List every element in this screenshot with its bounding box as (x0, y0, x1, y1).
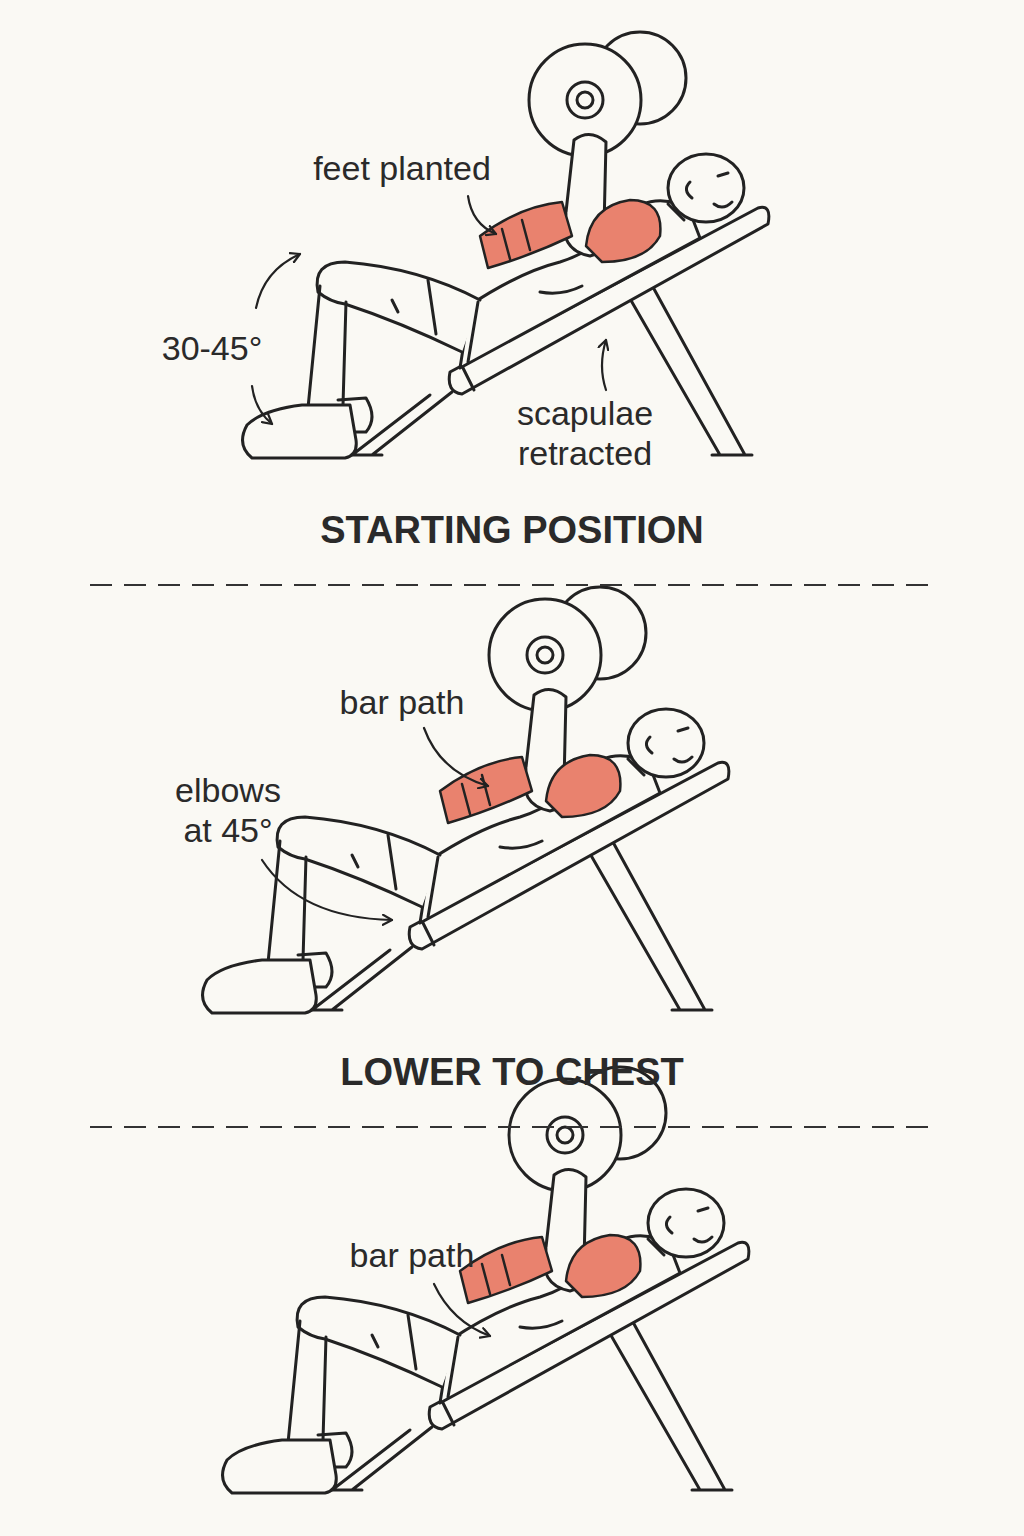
leader-arrow (424, 728, 488, 786)
step-heading: STARTING POSITION (320, 508, 704, 553)
divider (90, 1126, 930, 1128)
callout-label: scapulae retracted (495, 393, 675, 473)
angle-label: 30-45° (162, 328, 263, 368)
figure-lower (203, 587, 729, 1013)
callout-label: bar path (340, 682, 465, 722)
leader-arrow (468, 196, 496, 234)
leader-arrow (262, 860, 392, 920)
figure-start (243, 32, 769, 458)
leader-arrow (434, 1284, 490, 1336)
angle-arc (256, 254, 300, 308)
figure-press (223, 1067, 749, 1493)
leader-arrow (602, 340, 606, 390)
callout-label: feet planted (313, 148, 491, 188)
step-heading: LOWER TO CHEST (340, 1050, 683, 1095)
callout-label: elbows at 45° (163, 770, 293, 850)
angle-arc (252, 386, 272, 424)
divider (90, 584, 930, 586)
callout-label: bar path (350, 1235, 475, 1275)
